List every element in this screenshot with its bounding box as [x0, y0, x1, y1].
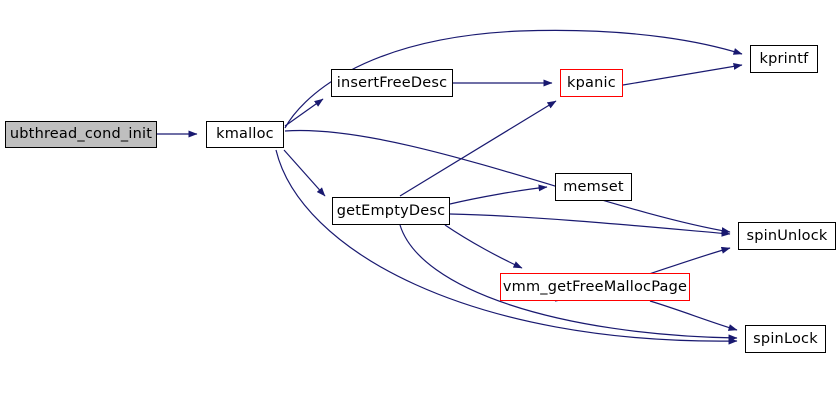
node-getEmptyDesc[interactable]: getEmptyDesc: [332, 197, 450, 225]
node-label-kprintf: kprintf: [759, 50, 809, 67]
call-edge-getEmptyDesc-to-spinUnlock: [449, 213, 731, 237]
node-label-kmalloc: kmalloc: [216, 126, 274, 143]
node-label-ubthread_cond_init: ubthread_cond_init: [9, 126, 153, 143]
node-kmalloc[interactable]: kmalloc: [206, 121, 284, 148]
node-label-vmm_getFreeMallocPage: vmm_getFreeMallocPage: [502, 278, 688, 295]
call-edge-kpanic-to-kprintf: [622, 62, 743, 86]
node-label-getEmptyDesc: getEmptyDesc: [336, 202, 446, 219]
node-memset[interactable]: memset: [555, 173, 632, 201]
call-edge-getEmptyDesc-to-vmm_getFreeMallocPage: [444, 224, 523, 269]
node-ubthread_cond_init[interactable]: ubthread_cond_init: [5, 121, 157, 148]
node-insertFreeDesc[interactable]: insertFreeDesc: [331, 69, 453, 97]
node-spinUnlock[interactable]: spinUnlock: [738, 222, 836, 250]
call-edge-getEmptyDesc-to-kpanic: [399, 100, 557, 197]
call-edge-kmalloc-to-insertFreeDesc: [284, 98, 324, 127]
call-edge-vmm_getFreeMallocPage-to-spinLock: [649, 300, 738, 331]
call-edge-kmalloc-to-getEmptyDesc: [283, 149, 326, 197]
node-kprintf[interactable]: kprintf: [750, 45, 818, 73]
node-label-insertFreeDesc: insertFreeDesc: [336, 74, 448, 91]
node-label-spinUnlock: spinUnlock: [746, 227, 828, 244]
call-edge-getEmptyDesc-to-memset: [449, 184, 548, 205]
node-kpanic[interactable]: kpanic: [560, 69, 623, 97]
node-label-memset: memset: [563, 178, 624, 195]
node-vmm_getFreeMallocPage[interactable]: vmm_getFreeMallocPage: [500, 273, 690, 301]
node-spinLock[interactable]: spinLock: [745, 325, 826, 353]
node-label-spinLock: spinLock: [753, 330, 818, 347]
node-label-kpanic: kpanic: [567, 74, 616, 91]
call-edge-kmalloc-to-spinLock: [275, 149, 738, 345]
